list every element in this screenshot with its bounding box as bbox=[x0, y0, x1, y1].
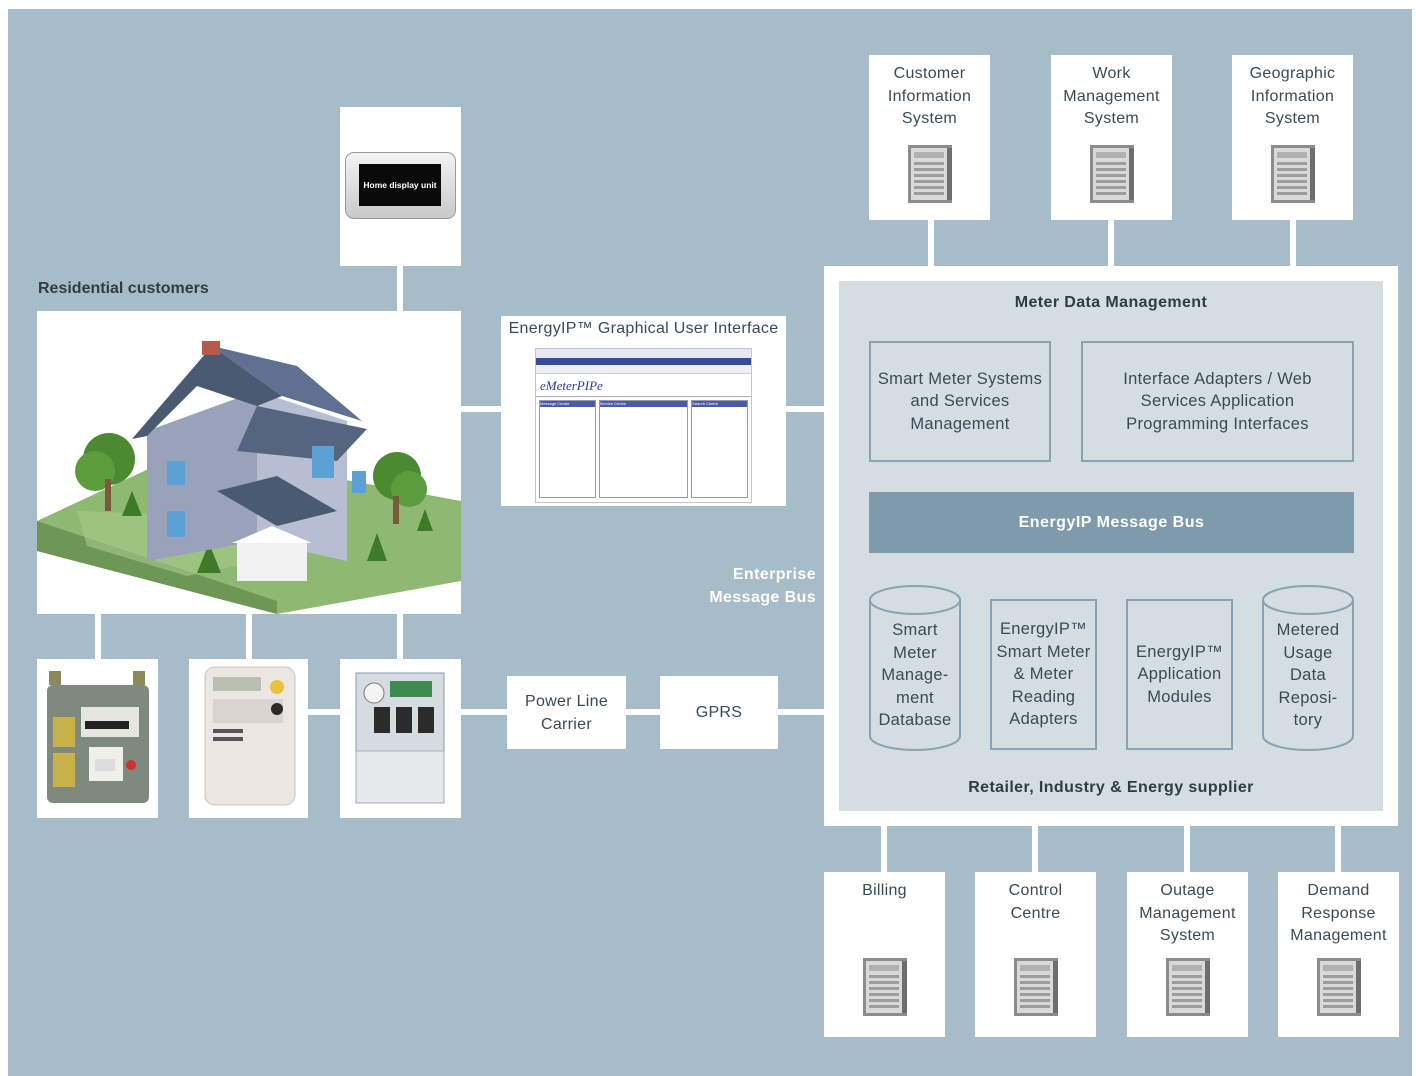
system-billing: Billing bbox=[824, 872, 945, 1037]
system-wms: Work Management System bbox=[1051, 55, 1172, 220]
house-illustration bbox=[37, 341, 461, 614]
server-icon bbox=[908, 145, 952, 203]
connector-house-meter2 bbox=[246, 614, 252, 659]
db-right-label: Metered Usage Data Reposi- tory bbox=[1276, 621, 1340, 729]
home-display-label: Home display unit bbox=[363, 180, 437, 190]
smart-meter-systems-box: Smart Meter Systems and Services Managem… bbox=[869, 341, 1051, 462]
server-icon bbox=[1166, 958, 1210, 1016]
system-control-centre-label: Control Centre bbox=[1008, 882, 1063, 922]
server-icon bbox=[1014, 958, 1058, 1016]
gui-panel-service: Service Centre bbox=[598, 400, 689, 498]
gui-panel-search: Search Centre bbox=[691, 400, 748, 498]
mdm-title: Meter Data Management bbox=[1014, 294, 1208, 311]
connector-meter3-plc bbox=[461, 709, 507, 715]
db-left-label: Smart Meter Manage- ment Database bbox=[878, 621, 952, 729]
mdm-panel: Meter Data Management Smart Meter System… bbox=[839, 281, 1383, 811]
mdm-frame: Meter Data Management Smart Meter System… bbox=[824, 266, 1398, 826]
system-wms-label: Work Management System bbox=[1063, 65, 1160, 127]
database-cylinder-right bbox=[1262, 585, 1354, 751]
gas-meter-box bbox=[37, 659, 158, 818]
connector-mdm-demand bbox=[1335, 824, 1341, 872]
connector-gprs-mdm bbox=[778, 709, 826, 715]
mdm-footer: Retailer, Industry & Energy supplier bbox=[968, 779, 1254, 796]
connector-gui-mdm bbox=[786, 406, 826, 412]
application-modules-box: EnergyIP™ Application Modules bbox=[1126, 599, 1233, 750]
gui-box: EnergyIP™ Graphical User Interface eMete… bbox=[501, 316, 786, 506]
connector-meter2-meter3 bbox=[308, 709, 342, 715]
connector-house-gui bbox=[461, 406, 501, 412]
gprs-box: GPRS bbox=[660, 676, 778, 749]
system-demand-response-label: Demand Response Management bbox=[1290, 882, 1387, 944]
residential-label: Residential customers bbox=[38, 280, 209, 297]
energyip-message-bus: EnergyIP Message Bus bbox=[869, 492, 1354, 553]
connector-house-meter3 bbox=[397, 614, 403, 659]
electricity-meter-image bbox=[204, 666, 296, 806]
connector-wms-mdm bbox=[1108, 220, 1114, 268]
home-display-device: Home display unit bbox=[345, 152, 456, 219]
gas-meter-image bbox=[47, 671, 149, 803]
gui-menubar bbox=[536, 358, 751, 365]
connector-cis-mdm bbox=[928, 220, 934, 268]
server-icon bbox=[1317, 958, 1361, 1016]
system-cis: Customer Information System bbox=[869, 55, 990, 220]
gui-addressbar bbox=[536, 365, 751, 374]
gui-panels: Message Centre Service Centre Search Cen… bbox=[536, 397, 751, 501]
home-display-screen: Home display unit bbox=[359, 164, 441, 206]
interface-adapters-box: Interface Adapters / Web Services Applic… bbox=[1081, 341, 1354, 462]
system-gis-label: Geographic Information System bbox=[1249, 65, 1336, 127]
system-outage: Outage Management System bbox=[1127, 872, 1248, 1037]
system-control-centre: Control Centre bbox=[975, 872, 1096, 1037]
connector-house-meter1 bbox=[95, 614, 101, 659]
system-gis: Geographic Information System bbox=[1232, 55, 1353, 220]
meter-reading-adapters-box: EnergyIP™ Smart Meter & Meter Reading Ad… bbox=[990, 599, 1097, 750]
connector-display-house bbox=[397, 266, 403, 311]
connector-plc-gprs bbox=[626, 709, 660, 715]
enterprise-bus-label: Enterprise Message Bus bbox=[709, 566, 816, 606]
server-icon bbox=[1271, 145, 1315, 203]
gui-toolbar bbox=[536, 349, 751, 358]
smart-meter-box bbox=[340, 659, 461, 818]
gui-screenshot: eMeterPIPe Message Centre Service Centre… bbox=[535, 348, 752, 503]
server-icon bbox=[1090, 145, 1134, 203]
power-line-carrier-box: Power Line Carrier bbox=[507, 676, 626, 749]
connector-gis-mdm bbox=[1290, 220, 1296, 268]
system-cis-label: Customer Information System bbox=[887, 65, 972, 127]
diagram-canvas: Home display unit Residential customers bbox=[8, 9, 1412, 1076]
database-cylinder-left bbox=[869, 585, 961, 751]
connector-mdm-billing bbox=[881, 824, 887, 872]
house-image bbox=[37, 311, 461, 614]
server-icon bbox=[863, 958, 907, 1016]
electricity-meter-box bbox=[189, 659, 308, 818]
power-line-carrier-label: Power Line Carrier bbox=[524, 692, 609, 733]
home-display-box: Home display unit bbox=[340, 107, 461, 266]
connector-mdm-control bbox=[1032, 824, 1038, 872]
gui-logo: eMeterPIPe bbox=[536, 374, 751, 397]
system-billing-label: Billing bbox=[862, 882, 907, 899]
gui-title: EnergyIP™ Graphical User Interface bbox=[508, 320, 779, 337]
smart-meter-image bbox=[355, 672, 445, 804]
gui-panel-message: Message Centre bbox=[539, 400, 596, 498]
system-demand-response: Demand Response Management bbox=[1278, 872, 1399, 1037]
connector-mdm-outage bbox=[1184, 824, 1190, 872]
system-outage-label: Outage Management System bbox=[1139, 882, 1236, 944]
gprs-label: GPRS bbox=[695, 703, 743, 721]
